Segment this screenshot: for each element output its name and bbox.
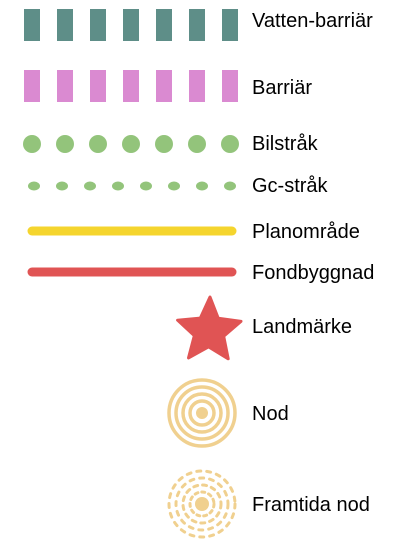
bilstrak-symbol-icon <box>23 135 239 153</box>
legend-label-nod: Nod <box>252 403 289 425</box>
barriar-symbol-icon <box>24 70 238 102</box>
framtida-nod-rings-icon <box>167 469 237 539</box>
nod-rings-icon <box>167 378 237 448</box>
legend-label-planomrade: Planområde <box>252 221 360 243</box>
legend-label-framtida-nod: Framtida nod <box>252 494 370 516</box>
legend-label-barriar: Barriär <box>252 77 313 99</box>
legend-label-vatten-barriar: Vatten-barriär <box>252 10 373 32</box>
legend-label-fondbyggnad: Fondbyggnad <box>252 262 375 284</box>
legend-label-bilstrak: Bilstråk <box>252 133 318 155</box>
landmarke-star-icon <box>176 295 243 361</box>
vatten-barriar-symbol-icon <box>24 9 238 41</box>
legend-label-landmarke: Landmärke <box>252 316 353 338</box>
legend-label-gc-strak: Gc-stråk <box>252 175 328 197</box>
gc-strak-symbol-icon <box>28 181 236 191</box>
